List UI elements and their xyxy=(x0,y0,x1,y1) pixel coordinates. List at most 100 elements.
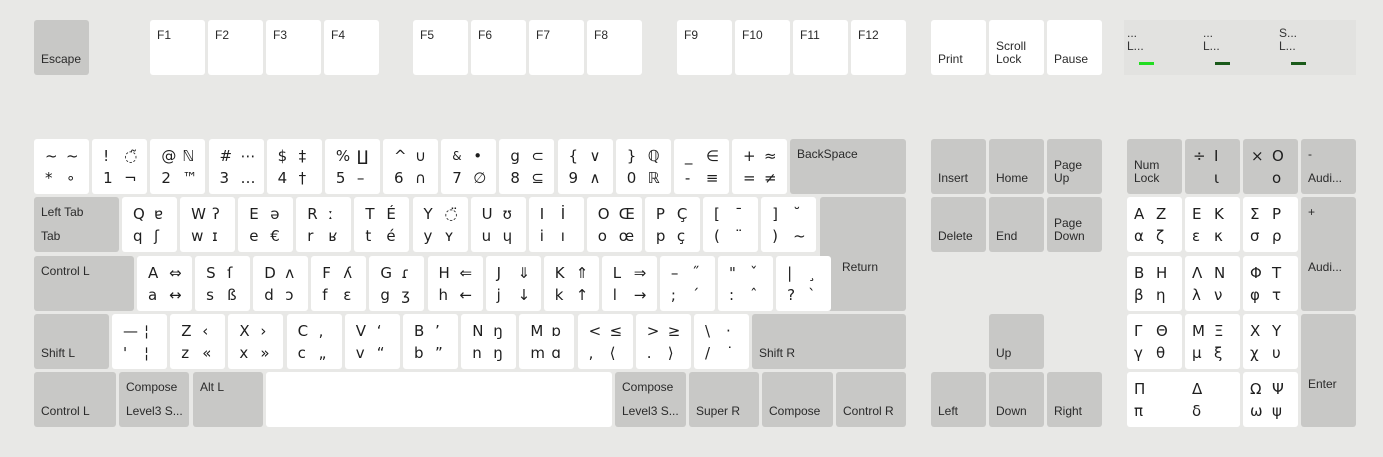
bottom-key-9[interactable]: >≥.⟩ xyxy=(635,314,691,369)
backspace-key[interactable]: BackSpace xyxy=(790,139,906,194)
delete-key[interactable]: Delete xyxy=(931,197,986,252)
numpad-minus-key[interactable]: -Audi... xyxy=(1301,139,1356,194)
insert-key[interactable]: Insert xyxy=(931,139,986,194)
number-key-11[interactable]: _∈-≡ xyxy=(673,139,729,194)
control-l-key[interactable]: Control L xyxy=(34,256,134,311)
bottom-key-10[interactable]: \·/˙ xyxy=(694,314,749,369)
number-key-5[interactable]: %∐5– xyxy=(324,139,380,194)
home-key-7[interactable]: K⇑k↑ xyxy=(543,256,599,311)
alt-l-key[interactable]: Alt L xyxy=(193,372,263,427)
f7-key[interactable]: F7 xyxy=(529,20,584,75)
left-key[interactable]: Left xyxy=(931,372,986,427)
number-key-3[interactable]: #⋯3… xyxy=(208,139,264,194)
shift-l-key[interactable]: Shift L xyxy=(34,314,109,369)
f3-key[interactable]: F3 xyxy=(266,20,321,75)
f11-key[interactable]: F11 xyxy=(793,20,848,75)
f10-key[interactable]: F10 xyxy=(735,20,790,75)
f9-key[interactable]: F9 xyxy=(677,20,732,75)
number-key-4[interactable]: $‡4† xyxy=(266,139,322,194)
qwerty-key-11[interactable]: ]˘)~ xyxy=(761,197,817,252)
bottom-key-3[interactable]: C,c„ xyxy=(286,314,342,369)
f8-key[interactable]: F8 xyxy=(587,20,642,75)
home-key-8[interactable]: L⇒l→ xyxy=(601,256,657,311)
home-key-6[interactable]: J⇓j↓ xyxy=(485,256,541,311)
f1-key[interactable]: F1 xyxy=(150,20,205,75)
qwerty-key-10[interactable]: [¯(¨ xyxy=(703,197,758,252)
space-key[interactable] xyxy=(266,372,612,427)
number-key-12[interactable]: +≈=≠ xyxy=(732,139,788,194)
bottom-key-1[interactable]: Z‹z« xyxy=(170,314,226,369)
shift-r-key[interactable]: Shift R xyxy=(752,314,906,369)
home-key[interactable]: Home xyxy=(989,139,1044,194)
home-key-11[interactable]: |¸?` xyxy=(776,256,832,311)
right-key[interactable]: Right xyxy=(1047,372,1102,427)
f12-key[interactable]: F12 xyxy=(851,20,906,75)
bottom-key-4[interactable]: V‘v“ xyxy=(344,314,400,369)
bottom-key-2[interactable]: X›x» xyxy=(228,314,284,369)
number-key-0[interactable]: ~~*∘ xyxy=(34,139,89,194)
bottom-key-5[interactable]: B’b” xyxy=(403,314,458,369)
return-key[interactable]: Return xyxy=(820,197,906,311)
numpad-enter-key[interactable]: Enter xyxy=(1301,314,1356,427)
number-key-9[interactable]: {∨9∧ xyxy=(557,139,613,194)
home-key-9[interactable]: –˝;´ xyxy=(659,256,715,311)
super-r-key[interactable]: Super R xyxy=(689,372,759,427)
number-key-8[interactable]: ց⊂8⊆ xyxy=(499,139,555,194)
escape-key[interactable]: Escape xyxy=(34,20,89,75)
number-key-6[interactable]: ^∪6∩ xyxy=(383,139,439,194)
bottom-key-0[interactable]: —¦'¦ xyxy=(112,314,167,369)
f5-key[interactable]: F5 xyxy=(413,20,468,75)
up-key[interactable]: Up xyxy=(989,314,1044,369)
pause-key[interactable]: Pause xyxy=(1047,20,1102,75)
end-key[interactable]: End xyxy=(989,197,1044,252)
number-key-1[interactable]: !◌̃1¬ xyxy=(92,139,148,194)
control-r-key[interactable]: Control R xyxy=(836,372,906,427)
home-key-0[interactable]: A⇔a↔ xyxy=(137,256,192,311)
home-key-10[interactable]: "ˇ:ˆ xyxy=(718,256,773,311)
home-key-5[interactable]: H⇐h← xyxy=(427,256,483,311)
numpad-plus-key[interactable]: +Audi... xyxy=(1301,197,1356,311)
number-key-7[interactable]: &•7∅ xyxy=(441,139,497,194)
f4-key[interactable]: F4 xyxy=(324,20,379,75)
print-key[interactable]: Print xyxy=(931,20,986,75)
down-key[interactable]: Down xyxy=(989,372,1044,427)
compose-key[interactable]: Compose xyxy=(762,372,833,427)
f6-key[interactable]: F6 xyxy=(471,20,526,75)
